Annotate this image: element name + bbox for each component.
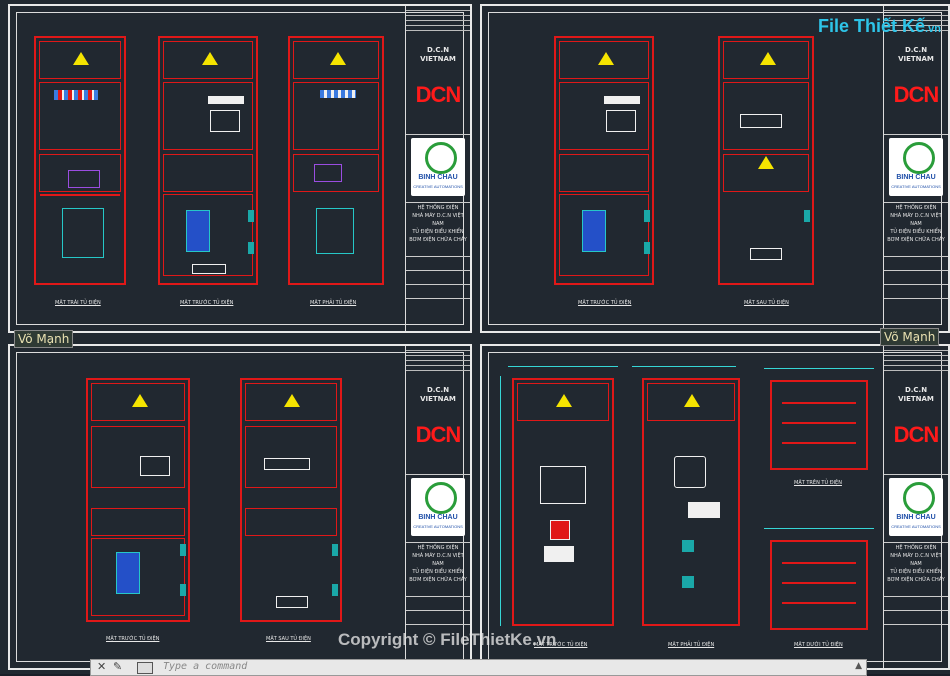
warning-icon [684, 394, 700, 407]
command-input[interactable]: Type a command [163, 661, 248, 672]
caption-top-view: MẶT TRÊN TỦ ĐIỆN [794, 480, 842, 486]
author-label-right: Võ Mạnh [880, 328, 940, 346]
cabinet-front-view [86, 378, 190, 622]
cabinet-front-outline [512, 378, 614, 626]
warning-icon [132, 394, 148, 407]
close-icon[interactable]: ✕ [97, 660, 107, 673]
caption-right-view: MẶT PHẢI TỦ ĐIỆN [310, 300, 357, 306]
dcn-logo: DCN [893, 422, 940, 447]
caption-right-outline: MẶT PHẢI TỦ ĐIỆN [668, 642, 715, 648]
caption-front-outline: MẶT TRƯỚC TỦ ĐIỆN [534, 642, 588, 648]
caption-bottom-view: MẶT DƯỚI TỦ ĐIỆN [794, 642, 843, 648]
dcn-logo: DCN [415, 422, 462, 447]
caption-front-view: MẶT TRƯỚC TỦ ĐIỆN [106, 636, 160, 642]
warning-icon [284, 394, 300, 407]
warning-icon [330, 52, 346, 65]
warning-icon [556, 394, 572, 407]
warning-icon [202, 52, 218, 65]
warning-icon [760, 52, 776, 65]
cabinet-front-view [554, 36, 654, 285]
caption-back-view: MẶT SAU TỦ ĐIỆN [744, 300, 789, 306]
cabinet-top-view [770, 380, 868, 470]
dcn-logo: DCN [415, 82, 462, 107]
cabinet-back-view [240, 378, 342, 622]
command-history-icon[interactable] [137, 662, 153, 674]
cabinet-back-view [718, 36, 814, 285]
wrench-icon[interactable]: ✎ [113, 660, 123, 673]
caption-left-view: MẶT TRÁI TỦ ĐIỆN [55, 300, 101, 306]
copyright-watermark: Copyright © FileThietKe.vn [338, 630, 557, 649]
warning-icon [598, 52, 614, 65]
caption-front-view: MẶT TRƯỚC TỦ ĐIỆN [578, 300, 632, 306]
warning-icon [73, 52, 89, 65]
command-line[interactable]: ✕ ✎ Type a command ▲ [90, 659, 867, 676]
cabinet-left-view [34, 36, 126, 285]
dcn-logo: DCN [893, 82, 940, 107]
chevron-up-icon[interactable]: ▲ [855, 661, 862, 671]
author-label-left: Võ Mạnh [14, 330, 74, 348]
cabinet-bottom-view [770, 540, 868, 630]
brand-watermark: File Thiết Kế.vn [818, 16, 941, 36]
caption-front-view: MẶT TRƯỚC TỦ ĐIỆN [180, 300, 234, 306]
cabinet-front-view [158, 36, 258, 285]
cabinet-right-outline [642, 378, 740, 626]
cabinet-right-view [288, 36, 384, 285]
caption-back-view: MẶT SAU TỦ ĐIỆN [266, 636, 311, 642]
